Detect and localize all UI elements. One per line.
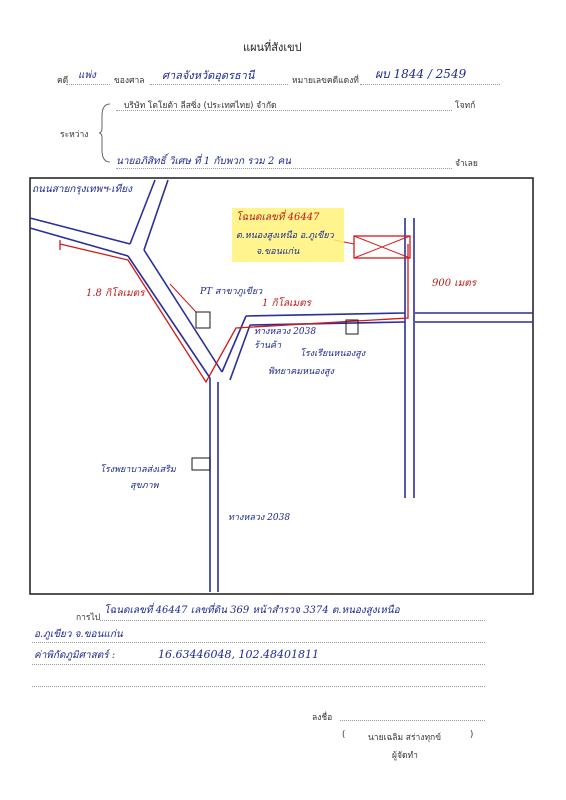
road-right-vertical [404,218,415,498]
between-label: ระหว่าง [60,130,89,140]
directions-text-2: อ.ภูเขียว จ.ขอนแก่น [34,629,123,640]
road-north [129,179,169,251]
pt-station-label: PT สาขาภูเขียว [200,287,263,297]
page-title: แผนที่สังเขป [243,41,302,54]
map-frame [29,177,534,595]
party-bracket [98,103,111,163]
signer-name: นายเฉลิม สร่างทุกข์ [368,733,442,743]
defendant-role: จำเลย [455,159,478,169]
red-number-label: หมายเลขคดีแดงที่ [292,76,359,86]
target-parcel [353,235,411,259]
dist-1-8km: 1.8 กิโลเมตร [86,288,145,299]
plaintiff-role: โจทก์ [455,101,476,111]
signer-close-paren: ) [470,730,474,740]
road-east [245,312,533,326]
signer-open-paren: ( [342,730,346,740]
road-2038-bottom-label: ทางหลวง 2038 [228,513,291,523]
directions-text: โฉนดเลขที่ 46447 เลขที่ดิน 369 หน้าสำรวจ… [104,605,400,616]
shop-label: ร้านค้า [254,341,282,351]
route-line [59,243,409,384]
defendant-name: นายอภิสิทธิ์ วิเศษ ที่ 1 กับพวก รวม 2 คน [116,156,292,167]
road-main-diagonal [127,249,223,379]
road-2038-top-label: ทางหลวง 2038 [254,327,317,337]
dist-1km: 1 กิโลเมตร [262,298,311,309]
target-label-2: ต.หนองสูงเหนือ อ.ภูเขียว [236,231,334,241]
clinic-building [191,457,211,471]
coords-value: 16.63446048, 102.48401811 [158,648,319,661]
coords-label: ค่าพิกัดภูมิศาสตร์ : [34,650,116,661]
target-label-1: โฉนดเลขที่ 46447 [236,212,320,223]
road-northwest [29,217,131,257]
pt-station-building [195,311,211,329]
case-label: คดี [57,76,69,86]
school-building [345,319,359,335]
road-south [209,378,219,592]
plaintiff-name: บริษัท โตโยต้า ลีสซิ่ง (ประเทศไทย) จำกัด [124,101,277,111]
signer-role: ผู้จัดทำ [392,751,418,761]
court-label: ของศาล [114,76,145,86]
directions-label: การไป [76,613,101,623]
clinic-label-2: สุขภาพ [130,481,159,491]
case-type: แพ่ง [78,70,96,81]
clinic-label-1: โรงพยาบาลส่งเสริม [100,465,176,475]
target-label-3: จ.ขอนแก่น [256,247,300,257]
dist-900m: 900 เมตร [432,278,477,289]
sign-label: ลงชื่อ [312,713,333,723]
court-name: ศาลจังหวัดอุดรธานี [162,69,255,82]
red-number: ผบ 1844 / 2549 [375,67,467,81]
school-label-1: โรงเรียนหนองสูง [300,349,366,359]
label-top-left-road: ถนนสายกรุงเทพฯ-เทียง [32,184,132,195]
road-east-branch [221,315,251,381]
school-label-2: พิทยาคมหนองสูง [268,367,334,377]
